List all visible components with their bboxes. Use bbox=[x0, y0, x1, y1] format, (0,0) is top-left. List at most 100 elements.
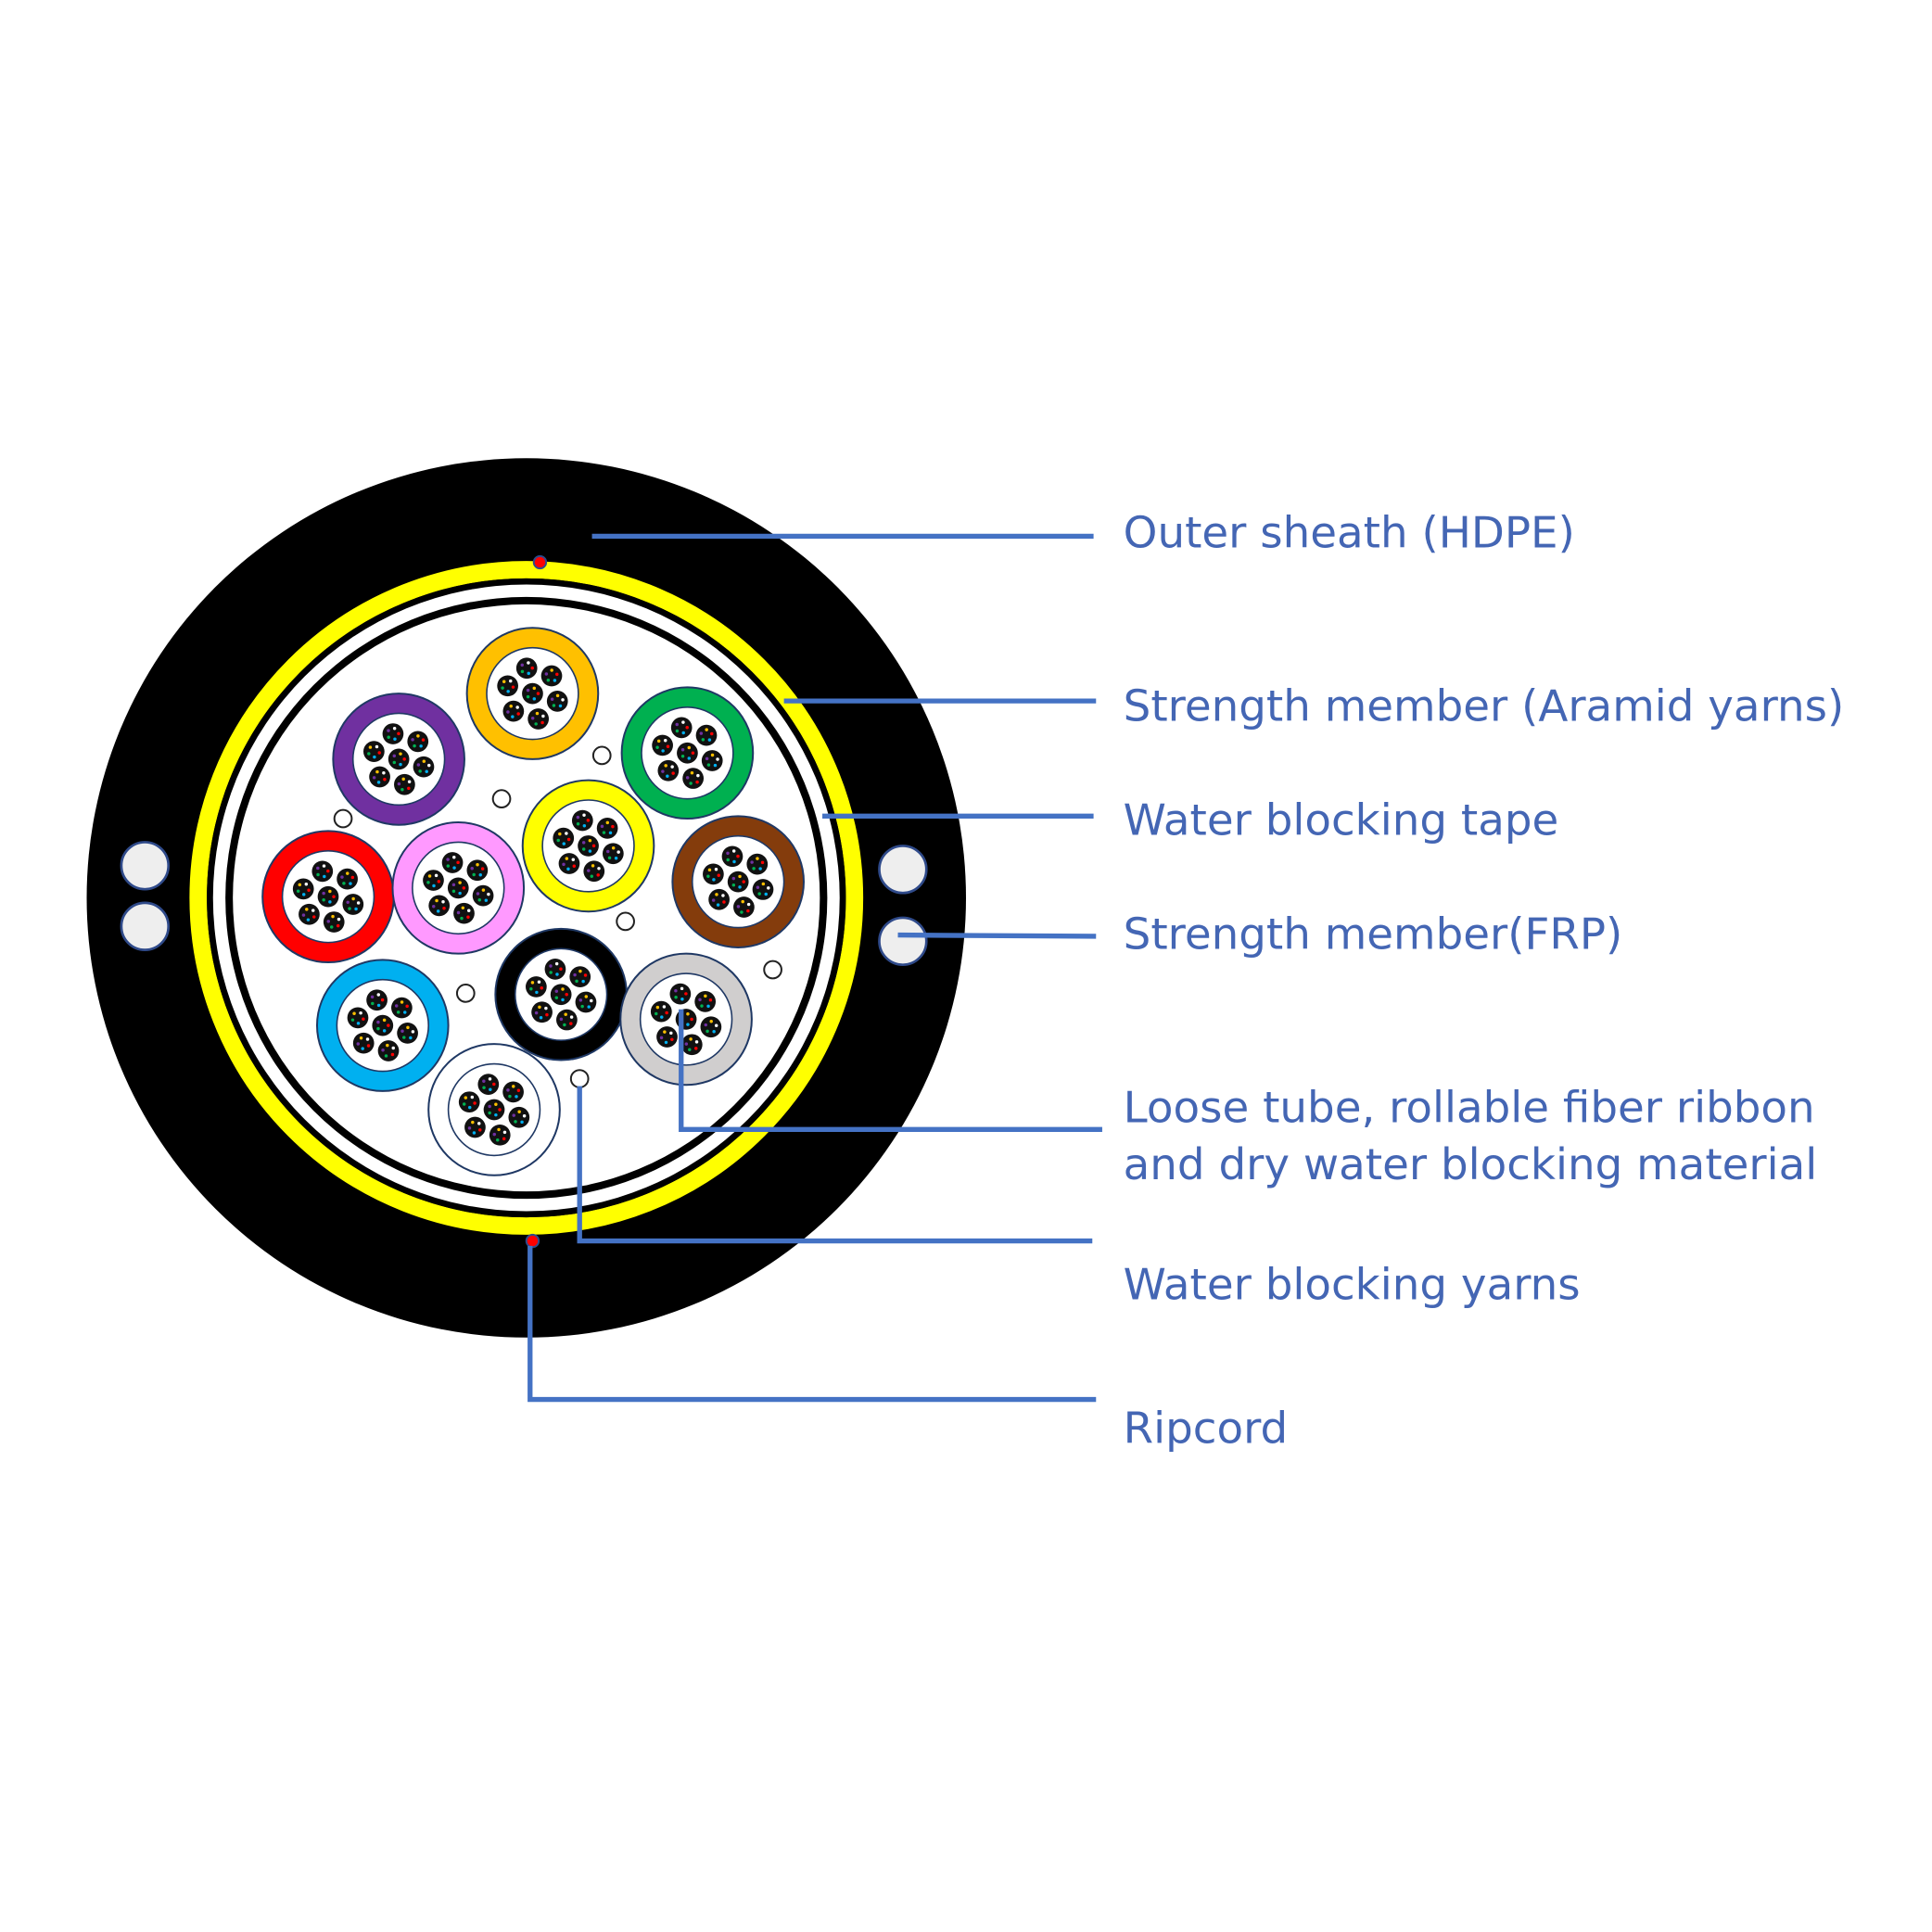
fiber bbox=[304, 883, 309, 886]
fiber bbox=[681, 731, 685, 735]
fiber bbox=[478, 873, 482, 877]
label-aramid: Strength member (Aramid yarns) bbox=[1124, 681, 1845, 731]
fiber-ribbon-bundle bbox=[447, 877, 469, 899]
fiber bbox=[456, 860, 460, 865]
fiber bbox=[405, 1004, 409, 1009]
fiber-ribbon-bundle bbox=[372, 1014, 394, 1036]
fiber bbox=[400, 787, 404, 792]
fiber bbox=[555, 672, 559, 677]
fiber bbox=[515, 705, 519, 709]
fiber bbox=[689, 1037, 693, 1041]
frp-rod bbox=[120, 901, 171, 951]
fiber bbox=[328, 900, 332, 904]
fiber bbox=[352, 1011, 356, 1016]
fiber bbox=[608, 831, 613, 835]
fiber bbox=[572, 864, 577, 869]
fiber-ribbon-bundle bbox=[397, 1023, 418, 1044]
fiber-ribbon-bundle bbox=[680, 1034, 703, 1056]
fiber bbox=[694, 1040, 699, 1044]
fiber bbox=[511, 715, 515, 718]
loose-tube-orange bbox=[465, 627, 600, 760]
frp-rod bbox=[120, 841, 171, 891]
fiber bbox=[432, 883, 436, 888]
fiber bbox=[555, 693, 560, 698]
fiber bbox=[539, 1015, 543, 1020]
fiber bbox=[710, 753, 715, 757]
fiber bbox=[586, 819, 591, 822]
fiber bbox=[382, 771, 386, 775]
fiber bbox=[686, 1011, 690, 1016]
fiber bbox=[367, 752, 371, 756]
fiber bbox=[470, 867, 474, 871]
fiber bbox=[350, 875, 355, 880]
fiber bbox=[666, 744, 670, 749]
fiber bbox=[322, 897, 325, 902]
fiber bbox=[663, 739, 667, 743]
fiber bbox=[332, 895, 336, 898]
fiber bbox=[761, 882, 766, 886]
fiber bbox=[564, 1012, 567, 1016]
fiber bbox=[468, 1105, 472, 1110]
fiber bbox=[397, 782, 401, 786]
fiber-ribbon-bundle bbox=[578, 835, 599, 857]
fiber bbox=[471, 1120, 475, 1125]
fiber bbox=[532, 686, 537, 691]
fiber bbox=[329, 925, 334, 929]
fiber-ribbon-bundle bbox=[652, 734, 673, 756]
fiber bbox=[406, 1025, 410, 1030]
label-ripcord: Ripcord bbox=[1124, 1404, 1289, 1454]
fiber bbox=[506, 690, 510, 693]
fiber-ribbon-bundle bbox=[477, 1074, 500, 1095]
water-blocking-yarn bbox=[569, 1069, 590, 1088]
fiber bbox=[488, 1104, 491, 1109]
fiber bbox=[756, 857, 759, 860]
fiber bbox=[517, 1110, 521, 1113]
fiber bbox=[466, 909, 471, 912]
ripcord-bottom bbox=[525, 1233, 540, 1249]
fiber bbox=[346, 900, 350, 905]
fiber bbox=[298, 883, 302, 887]
fiber bbox=[704, 1023, 708, 1027]
loose-tube-black bbox=[494, 927, 628, 1061]
fiber bbox=[435, 898, 439, 903]
fiber bbox=[726, 851, 730, 856]
fiber bbox=[554, 961, 559, 966]
fiber bbox=[376, 781, 381, 784]
fiber bbox=[705, 756, 709, 761]
aramid-yarn-layer bbox=[189, 561, 864, 1235]
fiber bbox=[382, 1018, 387, 1023]
fiber bbox=[590, 874, 594, 878]
fiber-ribbon-bundle bbox=[515, 657, 538, 680]
fiber bbox=[419, 744, 423, 748]
fiber bbox=[726, 858, 730, 862]
fiber bbox=[581, 847, 586, 851]
fiber bbox=[701, 738, 705, 742]
fiber-ribbon-bundle bbox=[502, 1081, 524, 1103]
fiber bbox=[452, 866, 456, 870]
label-loose-tube-2: and dry water blocking material bbox=[1124, 1140, 1818, 1190]
fiber bbox=[674, 988, 678, 993]
fiber-ribbon-bundle bbox=[669, 983, 692, 1005]
fiber bbox=[530, 981, 535, 985]
fiber bbox=[711, 898, 716, 902]
fiber bbox=[578, 998, 583, 1002]
fiber bbox=[462, 1102, 466, 1106]
fiber bbox=[368, 745, 373, 749]
fiber bbox=[391, 1046, 395, 1050]
fiber bbox=[451, 883, 456, 887]
fiber bbox=[680, 986, 684, 991]
fiber-ribbon-bundle bbox=[483, 1099, 505, 1121]
fiber-ribbon-bundle bbox=[382, 723, 404, 744]
fiber bbox=[326, 869, 330, 873]
fiber bbox=[305, 908, 309, 911]
fiber bbox=[546, 679, 551, 682]
fiber-ribbon-bundle bbox=[317, 885, 339, 908]
fiber bbox=[713, 763, 718, 768]
fiber bbox=[515, 1095, 518, 1099]
fiber bbox=[721, 894, 725, 897]
fiber bbox=[746, 909, 750, 913]
fiber-ribbon-bundle bbox=[423, 870, 444, 891]
fiber bbox=[416, 734, 420, 738]
fiber bbox=[501, 686, 504, 690]
loose-tube-red bbox=[261, 830, 395, 963]
